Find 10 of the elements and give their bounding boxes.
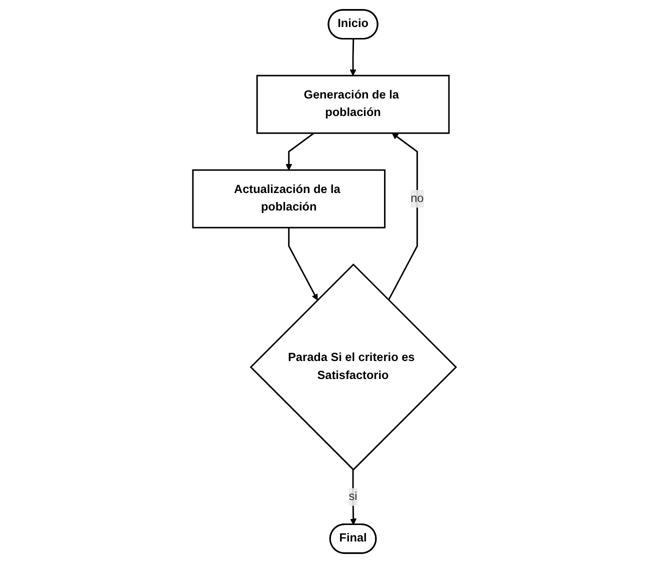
node-box: Actualización de la población	[192, 169, 386, 228]
arrow	[350, 39, 356, 76]
node-diamond: Parada Si el criterio es Satisfactorio	[250, 263, 458, 471]
edge-label: si	[348, 490, 358, 503]
edge-label: no	[410, 192, 424, 205]
arrow	[286, 132, 314, 170]
arrow	[388, 132, 418, 300]
arrow	[288, 228, 318, 300]
node-box: Generación de la población	[256, 74, 450, 134]
arrow	[350, 470, 357, 525]
